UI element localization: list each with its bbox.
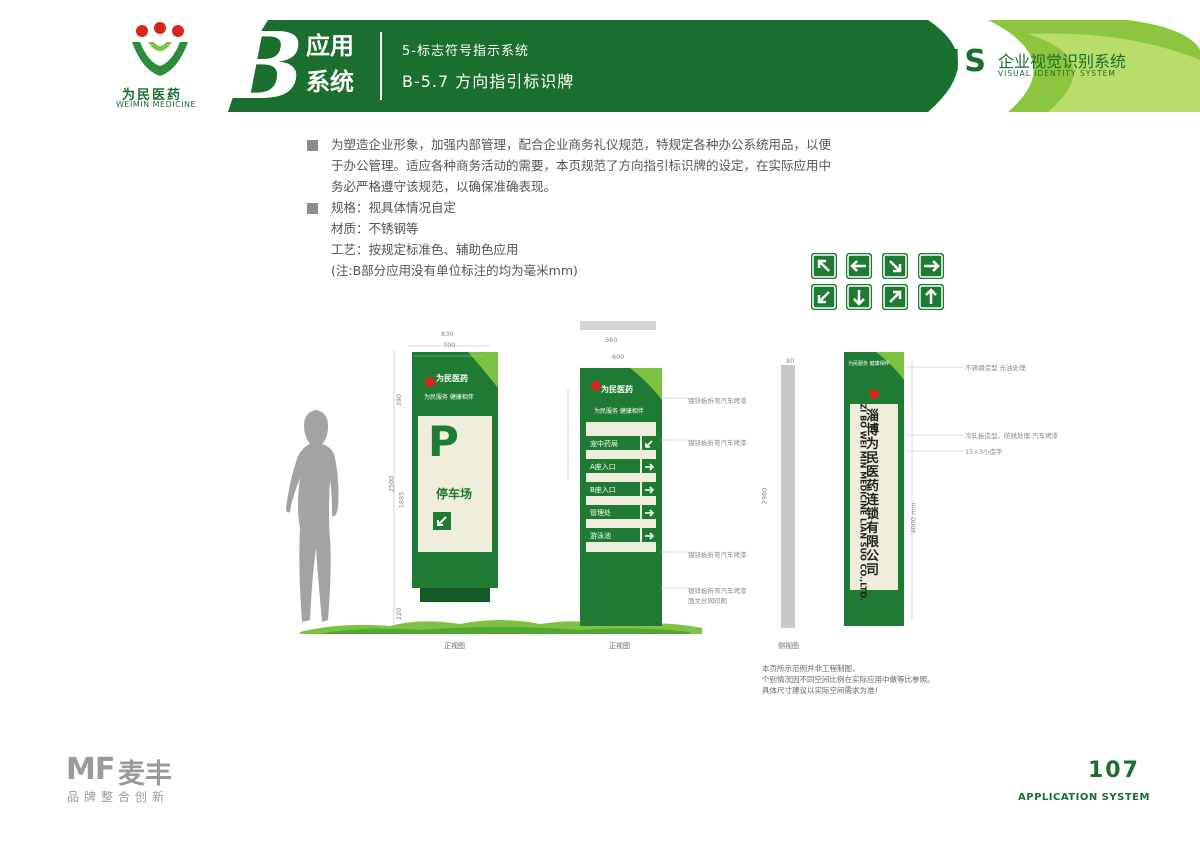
sign2-top-view	[580, 321, 656, 330]
vis-title-cn: 企业视觉识别系统	[998, 52, 1127, 71]
directory-row	[584, 482, 640, 496]
dim-220: 220	[395, 607, 404, 621]
dim-2980: 2980	[760, 487, 769, 505]
mf-slogan: 品牌整合创新	[67, 790, 170, 804]
sign2-logo-text: 为民医药	[601, 385, 633, 394]
arrow-up-right-icon	[882, 284, 908, 310]
mf-logo: MF	[66, 752, 115, 787]
dim-1885: 1885	[397, 491, 406, 509]
parking-text: 停车场	[436, 487, 473, 501]
header-band	[228, 20, 1200, 112]
brand-logo-mark	[128, 20, 192, 80]
arrow-down-left-icon	[811, 284, 837, 310]
callout-text: 镀锌板折弯汽车烤漆	[688, 551, 747, 559]
footer-note-line3: 具体尺寸建议以实际空间需求为准！	[762, 686, 882, 695]
directory-label: A座入口	[590, 463, 616, 471]
bullet-icon	[307, 140, 318, 151]
callout-text: 面文丝网印刷	[688, 597, 727, 605]
callout-text: 冷轧板造型，防锈处理 汽车烤漆	[965, 432, 1059, 440]
front-view-label: 正视图	[444, 642, 465, 650]
dim-360: 360	[605, 336, 618, 344]
arrow-down-left-icon	[433, 512, 451, 530]
arrow-right-icon	[642, 528, 656, 542]
pylon-top-text: 为民服务 健康相伴	[848, 361, 890, 367]
arrow-down-left-icon	[642, 436, 656, 450]
page-number: 107	[1088, 758, 1140, 783]
directory-label: B座入口	[590, 486, 616, 494]
company-pylon-drawing	[844, 352, 904, 626]
callout-text: 镀锌板折弯汽车烤漆	[688, 587, 747, 595]
section-name: APPLICATION SYSTEM	[1018, 792, 1150, 803]
sign1-dimension-lines	[393, 345, 490, 626]
directory-label: 宠中药局	[590, 440, 618, 448]
dim-390: 390	[395, 393, 404, 407]
category-line1: 应用	[306, 32, 354, 60]
section-letter: B	[226, 12, 304, 120]
mf-logo-cn: 麦丰	[118, 759, 172, 790]
dim-830: 830	[441, 330, 454, 338]
page-title: B-5.7 方向指引标识牌	[402, 72, 575, 91]
directory-row	[584, 436, 640, 450]
directory-row	[584, 528, 640, 542]
sign1-logo-text: 为民医药	[436, 374, 468, 383]
para-line-1: 为塑造企业形象，加强内部管理，配合企业商务礼仪规范，特规定各种办公系统用品，以便	[331, 137, 832, 152]
brand-logo-en: WEIMIN MEDICINE	[116, 100, 197, 109]
brand-logo-cn: 为民医药	[122, 88, 183, 103]
craft-text: 工艺：按规定标准色、辅助色应用	[331, 242, 519, 257]
side-view-pole	[781, 365, 795, 628]
para-line-3: 务必严格遵守该规范，以确保准确表现。	[331, 179, 557, 194]
front-view-label: 正视图	[609, 642, 630, 650]
arrow-down-right-icon	[882, 253, 908, 279]
side-view-label: 侧视图	[778, 642, 799, 650]
callout-text: 镀锌板折弯汽车烤漆	[688, 439, 747, 447]
directory-label: 游泳池	[590, 532, 611, 540]
vis-title-en: VISUAL IDENTITY SYSTEM	[998, 69, 1116, 78]
dim-600: 600	[612, 353, 625, 361]
directory-row	[584, 459, 640, 473]
pylon-callout-lines	[904, 361, 964, 621]
arrow-right-icon	[918, 253, 944, 279]
unit-note: (注:B部分应用没有单位标注的均为毫米mm)	[331, 263, 578, 278]
material-text: 材质：不锈钢等	[331, 221, 419, 236]
dim-4000: 4000 mm	[909, 502, 918, 534]
arrow-left-icon	[846, 253, 872, 279]
footer-note-line2: 个别情况因不同空间比例在实际应用中做等比参照。	[762, 675, 935, 684]
human-silhouette-figure	[286, 410, 339, 622]
parking-letter: P	[428, 417, 459, 466]
callout-text: 不锈钢造型 光油处理	[965, 364, 1026, 372]
arrow-down-icon	[846, 284, 872, 310]
spec-text: 规格：视具体情况自定	[331, 200, 457, 215]
sign1-tagline: 为民服务 健康相伴	[424, 394, 474, 401]
directory-label: 管理处	[590, 509, 611, 517]
pylon-company-en: ZI BO WEI MIN MEDICINE LIAN SUO CO.,LTD.	[858, 403, 868, 602]
callout-text: 镀锌板折弯汽车烤漆	[688, 397, 747, 405]
vis-label: VIS	[922, 44, 990, 79]
arrow-right-icon	[642, 505, 656, 519]
header-divider	[380, 32, 382, 100]
arrow-right-icon	[642, 459, 656, 473]
sign2-tagline: 为民服务 健康相伴	[594, 408, 644, 415]
dim-2500: 2500	[387, 475, 396, 493]
category-line2: 系统	[306, 68, 354, 96]
sign2-callout-lines	[567, 390, 688, 589]
dim-700: 700	[443, 341, 456, 349]
parking-sign-drawing	[412, 352, 498, 602]
arrow-up-icon	[918, 284, 944, 310]
callout-text: 15×3小造字	[965, 448, 1003, 456]
directory-row	[584, 505, 640, 519]
footer-note-line1: 本页所示范例并非工程制图，	[762, 664, 860, 673]
arrow-right-icon	[642, 482, 656, 496]
dim-80: 80	[786, 357, 795, 365]
pylon-company-cn: 淄博为民医药连锁有限公司	[866, 409, 880, 578]
para-line-2: 于办公管理。适应各种商务活动的需要，本页规范了方向指引标识牌的设定，在实际应用中	[331, 158, 832, 173]
section-subtitle: 5-标志符号指示系统	[402, 44, 529, 59]
bullet-icon	[307, 203, 318, 214]
arrow-up-left-icon	[811, 253, 837, 279]
